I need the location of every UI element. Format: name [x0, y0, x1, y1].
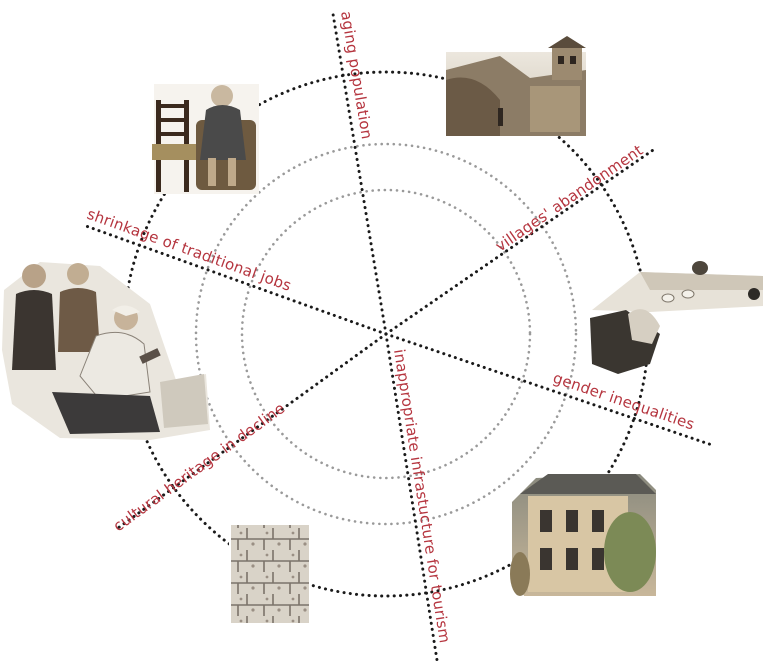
label-gender-inequalities: gender inequalities: [551, 369, 697, 434]
label-inappropriate-infrastructure: inappropriate infrastucture for tourism: [390, 348, 454, 645]
photo-craftsmen: [2, 262, 210, 440]
photo-mansion: [510, 474, 656, 596]
photo-old-woman-chair: [152, 84, 259, 194]
photo-village-tower: [446, 36, 586, 136]
photo-shepherd-field: [590, 261, 763, 374]
label-villages-abandonment: villages' abandonment: [492, 141, 646, 255]
spoke-gender: [386, 334, 712, 445]
photo-stone-wall: [230, 524, 310, 624]
